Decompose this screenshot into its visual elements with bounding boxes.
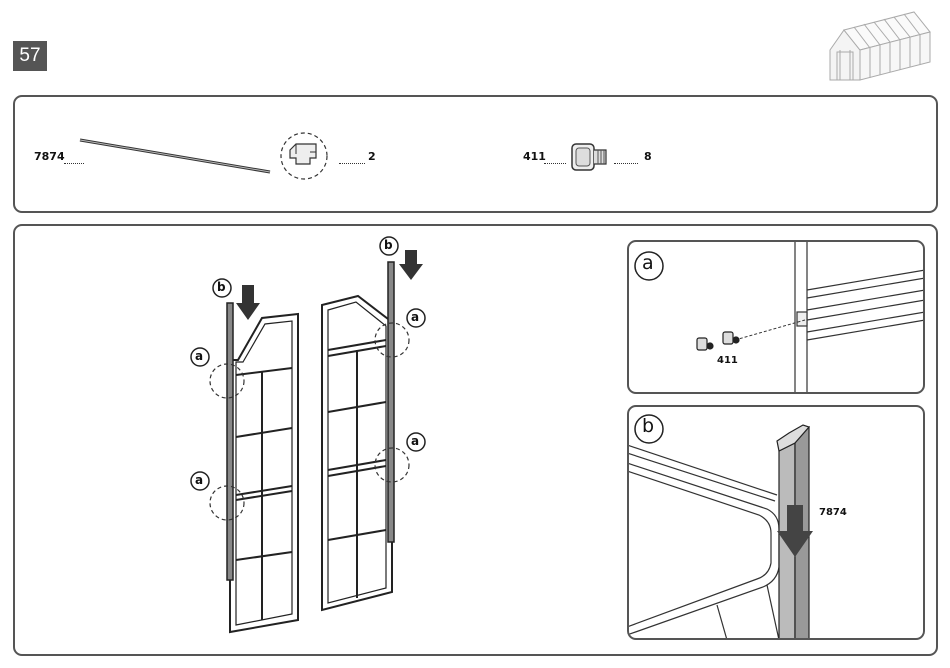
callout-a: a <box>195 473 203 487</box>
callout-a: a <box>411 310 419 324</box>
detail-a-part-label: 411 <box>717 355 738 366</box>
detail-b-drawing <box>627 405 925 640</box>
right-rod <box>388 262 394 542</box>
callout-a: a <box>195 349 203 363</box>
callout-b: b <box>217 280 226 294</box>
detail-a-panel: a 411 <box>627 240 925 394</box>
detail-b-part-label: 7874 <box>819 507 847 518</box>
right-door-panel <box>322 296 392 610</box>
callout-b: b <box>384 238 393 252</box>
left-rod <box>227 303 233 580</box>
detail-b-panel: b 7874 <box>627 405 925 640</box>
detail-b-title: b <box>642 415 654 437</box>
detail-a-title: a <box>642 252 654 274</box>
detail-a-drawing <box>627 240 925 394</box>
left-door-panel <box>230 314 298 632</box>
callout-a: a <box>411 434 419 448</box>
bolt-icon <box>697 332 739 350</box>
